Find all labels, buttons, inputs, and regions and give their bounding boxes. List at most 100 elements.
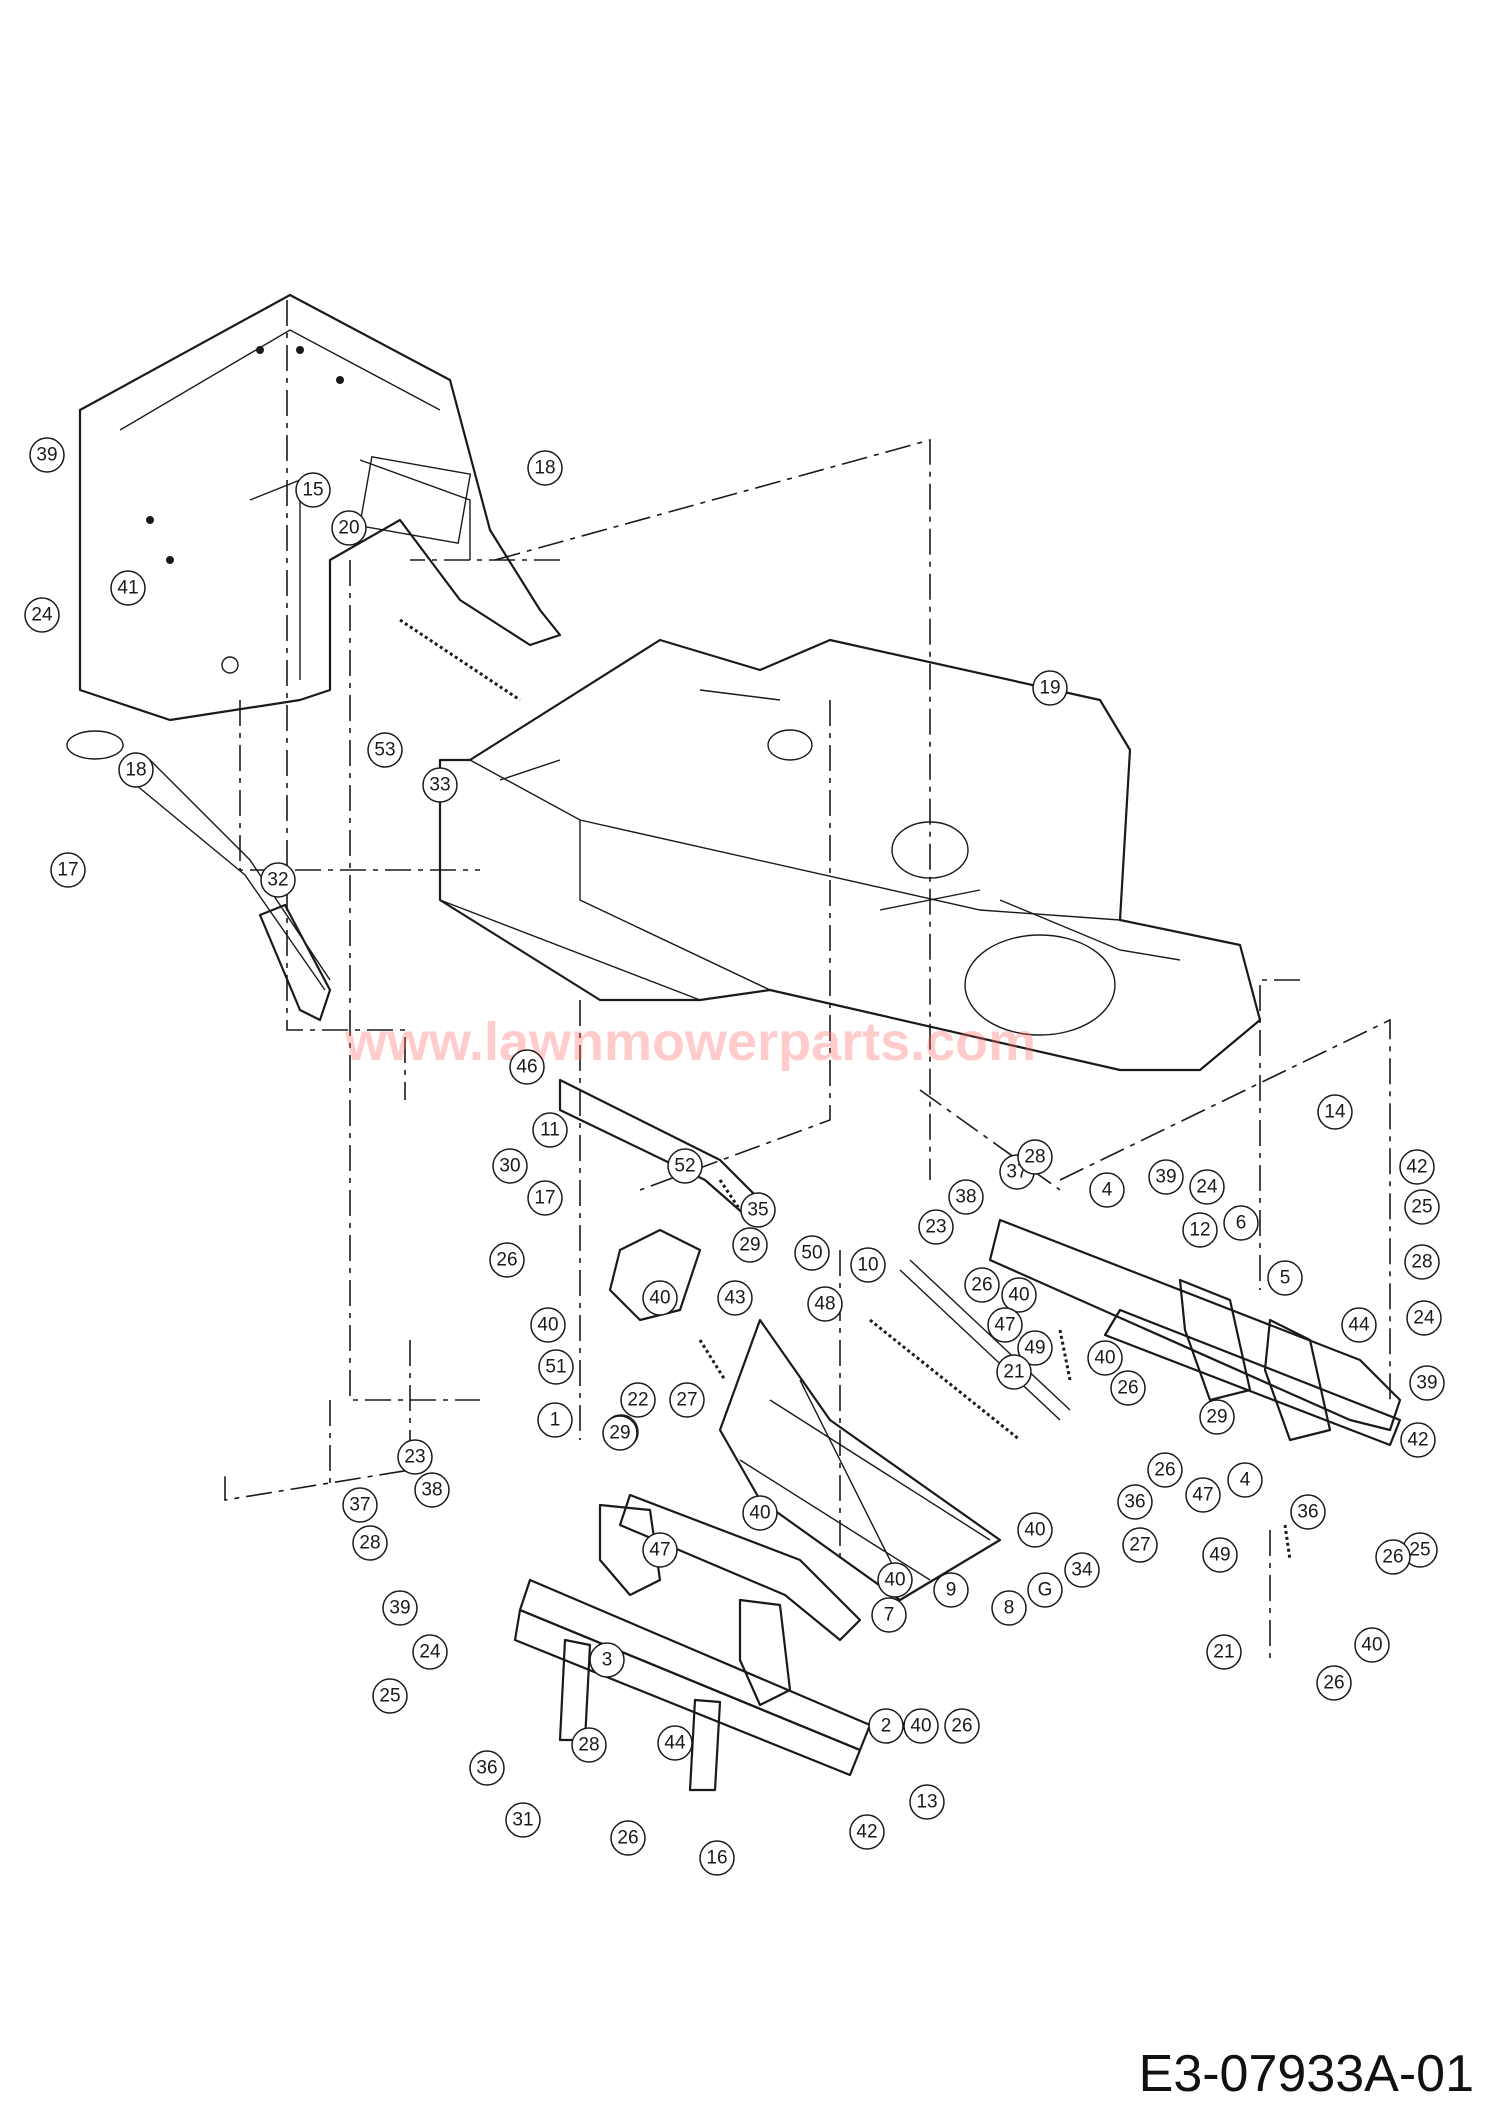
callout-circle: [530, 1307, 566, 1343]
callout-label: 14: [1324, 1102, 1346, 1123]
callout-36: 36: [469, 1750, 505, 1786]
callout-circle: [610, 1820, 646, 1856]
callout-47: 47: [1185, 1477, 1221, 1513]
callout-40: 40: [877, 1562, 913, 1598]
callout-label: 2: [881, 1716, 892, 1737]
callout-circle: [24, 597, 60, 633]
callout-label: 19: [1039, 678, 1060, 699]
callout-13: 13: [909, 1784, 945, 1820]
callout-20: 20: [331, 510, 367, 546]
callout-label: 30: [499, 1156, 520, 1177]
callout-circle: [933, 1572, 969, 1608]
callout-circle: [871, 1597, 907, 1633]
callout-circle: [589, 1642, 625, 1678]
callout-label: 24: [1196, 1177, 1218, 1198]
callout-circle: [717, 1280, 753, 1316]
callout-circle: [602, 1415, 638, 1451]
callout-label: 40: [537, 1315, 558, 1336]
callout-label: 49: [1209, 1545, 1230, 1566]
callout-26: 26: [1147, 1452, 1183, 1488]
callout-label: 25: [379, 1686, 400, 1707]
callout-circle: [740, 1192, 776, 1228]
callout-29: 29: [602, 1415, 638, 1451]
callout-18: 18: [118, 752, 154, 788]
callout-circle: [1122, 1527, 1158, 1563]
callout-40: 40: [1087, 1340, 1123, 1376]
callout-circle: [1206, 1634, 1242, 1670]
callout-label: 44: [1348, 1315, 1370, 1336]
callout-3: 3: [589, 1642, 625, 1678]
callout-40: 40: [1017, 1512, 1053, 1548]
callout-label: 49: [1024, 1338, 1045, 1359]
callout-17: 17: [50, 852, 86, 888]
callout-circle: [1064, 1552, 1100, 1588]
callout-circle: [996, 1354, 1032, 1390]
callout-label: 29: [1206, 1407, 1227, 1428]
callout-label: 25: [1411, 1197, 1432, 1218]
callout-16: 16: [699, 1840, 735, 1876]
callout-36: 36: [1117, 1484, 1153, 1520]
callout-circle: [1375, 1539, 1411, 1575]
callout-26: 26: [489, 1242, 525, 1278]
callout-26: 26: [1316, 1665, 1352, 1701]
callout-29: 29: [732, 1227, 768, 1263]
callout-label: 26: [617, 1828, 638, 1849]
callout-label: 17: [534, 1188, 555, 1209]
callout-label: 24: [31, 605, 53, 626]
callout-label: 46: [516, 1057, 537, 1078]
main-frame-platform: [438, 638, 1262, 1072]
callout-label: 28: [359, 1533, 380, 1554]
callout-label: 23: [404, 1447, 425, 1468]
callout-circle: [1001, 1277, 1037, 1313]
callout-circle: [1110, 1370, 1146, 1406]
callout-label: 29: [609, 1423, 630, 1444]
callout-48: 48: [807, 1286, 843, 1322]
callout-6: 6: [1223, 1205, 1259, 1241]
callout-circle: [1404, 1244, 1440, 1280]
callout-39: 39: [29, 437, 65, 473]
callout-label: 24: [1413, 1308, 1435, 1329]
callout-circle: [987, 1307, 1023, 1343]
callout-label: 35: [747, 1200, 768, 1221]
rear-body-panel: [78, 293, 562, 722]
callout-circle: [295, 472, 331, 508]
callout-label: 40: [910, 1716, 931, 1737]
callout-label: 51: [545, 1357, 566, 1378]
callout-42: 42: [1400, 1422, 1436, 1458]
callout-circle: [372, 1678, 408, 1714]
callout-50: 50: [794, 1235, 830, 1271]
callout-label: 26: [1117, 1378, 1138, 1399]
callout-27: 27: [669, 1382, 705, 1418]
callout-label: 40: [1024, 1520, 1045, 1541]
callout-25: 25: [372, 1678, 408, 1714]
callout-circle: [1399, 1149, 1435, 1185]
callout-circle: [918, 1209, 954, 1245]
callout-label: G: [1038, 1580, 1053, 1601]
callout-25: 25: [1404, 1189, 1440, 1225]
callout-label: 40: [749, 1503, 770, 1524]
callout-circle: [849, 1814, 885, 1850]
callout-circle: [412, 1634, 448, 1670]
callout-39: 39: [382, 1590, 418, 1626]
callout-24: 24: [24, 597, 60, 633]
callout-29: 29: [1199, 1399, 1235, 1435]
callout-label: 39: [389, 1598, 410, 1619]
callout-39: 39: [1409, 1365, 1445, 1401]
callout-40: 40: [742, 1495, 778, 1531]
callout-21: 21: [996, 1354, 1032, 1390]
callout-circle: [657, 1725, 693, 1761]
callout-label: 31: [512, 1810, 533, 1831]
callout-label: 5: [1280, 1268, 1291, 1289]
callout-circle: [669, 1382, 705, 1418]
callout-label: 9: [946, 1580, 957, 1601]
callout-label: 47: [994, 1315, 1015, 1336]
callout-label: 40: [884, 1570, 905, 1591]
callout-28: 28: [571, 1727, 607, 1763]
callout-40: 40: [1001, 1277, 1037, 1313]
callout-26: 26: [964, 1267, 1000, 1303]
callout-label: 34: [1071, 1560, 1093, 1581]
callout-26: 26: [1375, 1539, 1411, 1575]
callout-label: 22: [627, 1390, 648, 1411]
callout-label: 39: [1416, 1373, 1437, 1394]
